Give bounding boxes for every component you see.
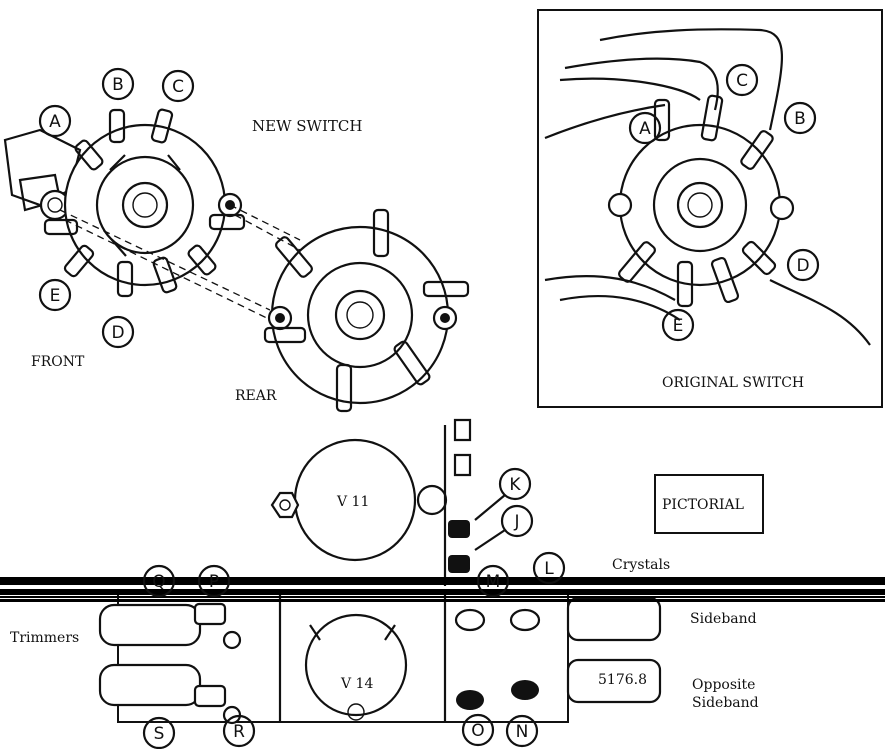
crystal-value-label: 5176.8: [598, 672, 647, 688]
scan-glitch: [0, 577, 885, 602]
original-switch-panel: [537, 9, 883, 408]
callout-s: S: [154, 724, 165, 744]
pictorial-box: [654, 474, 764, 534]
callout-new-a: A: [49, 112, 61, 132]
callout-orig-d: D: [796, 256, 809, 276]
callout-new-d: D: [111, 323, 124, 343]
trimmers-label: Trimmers: [10, 630, 79, 646]
v14-label: V 14: [340, 676, 373, 692]
v11-tube-area: [270, 418, 506, 590]
callout-letters: A B C E D A C B D E K J M L Q P S R O N: [49, 71, 809, 744]
callout-orig-e: E: [673, 316, 684, 336]
front-switch: [3, 108, 246, 298]
opposite-label: Opposite: [692, 677, 755, 693]
alignment-dashes: [59, 204, 301, 323]
v11-label: V 11: [336, 494, 369, 510]
original-switch-label: ORIGINAL SWITCH: [662, 375, 804, 391]
sideband-label: Sideband: [690, 611, 757, 627]
rear-switch: [263, 208, 470, 413]
callout-m: M: [486, 572, 501, 592]
front-label: FRONT: [31, 354, 85, 370]
callout-circles: [38, 63, 820, 749]
callout-k: K: [509, 475, 521, 495]
callout-l: L: [544, 559, 554, 579]
opposite-sideband-label: Sideband: [692, 695, 759, 711]
crystals-label: Crystals: [612, 557, 670, 573]
callout-orig-b: B: [794, 109, 806, 129]
rear-label: REAR: [235, 388, 277, 404]
new-switch-label: NEW SWITCH: [252, 117, 362, 135]
callout-new-b: B: [112, 75, 124, 95]
callout-new-e: E: [50, 286, 61, 306]
callout-new-c: C: [172, 77, 184, 97]
lower-chassis: [98, 591, 662, 725]
callout-q: Q: [152, 572, 165, 592]
callout-orig-c: C: [736, 71, 748, 91]
callout-orig-a: A: [639, 119, 651, 139]
callout-r: R: [233, 722, 245, 742]
callout-p: P: [209, 572, 219, 592]
callout-o: O: [471, 721, 484, 741]
callout-j: J: [513, 512, 519, 532]
callout-n: N: [516, 722, 529, 742]
pictorial-label: PICTORIAL: [662, 497, 744, 513]
